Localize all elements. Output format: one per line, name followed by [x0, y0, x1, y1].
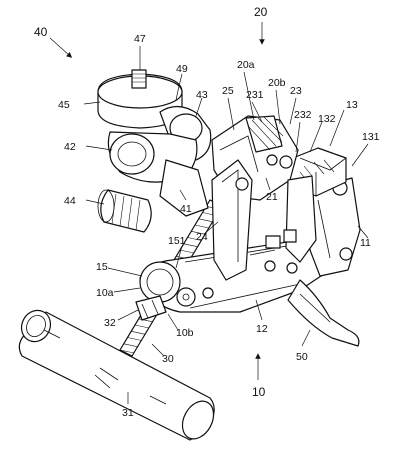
label-23: 23 — [290, 85, 302, 97]
joint-knob-15 — [139, 260, 298, 307]
label-30: 30 — [162, 353, 174, 365]
frame-arms — [211, 159, 317, 281]
ball-head-40 — [97, 69, 212, 233]
nut-32 — [135, 295, 167, 321]
label-131: 131 — [362, 131, 380, 143]
lever-50 — [287, 279, 360, 347]
label-25: 25 — [222, 85, 234, 97]
label-43: 43 — [196, 89, 208, 101]
label-132: 132 — [318, 113, 336, 125]
label-11: 11 — [360, 237, 371, 249]
label-232: 232 — [294, 109, 312, 121]
label-31: 31 — [122, 407, 134, 419]
label-42: 42 — [64, 141, 76, 153]
label-49: 49 — [176, 63, 188, 75]
label-24: 24 — [196, 231, 208, 243]
label-47: 47 — [134, 33, 146, 45]
label-15: 15 — [96, 261, 108, 273]
side-frame-11 — [309, 177, 361, 277]
leader-lines — [83, 46, 369, 404]
tube-31 — [18, 309, 215, 441]
label-231: 231 — [246, 89, 264, 101]
label-20b: 20b — [268, 77, 286, 89]
label-151: 151 — [168, 235, 186, 247]
label-12: 12 — [256, 323, 268, 335]
label-50: 50 — [296, 351, 308, 363]
label-32: 32 — [104, 317, 116, 329]
label-41: 41 — [180, 203, 192, 215]
label-10b: 10b — [176, 327, 194, 339]
label-10: 10 — [252, 385, 266, 399]
label-21: 21 — [266, 191, 278, 203]
reference-labels: 20 40 47 49 20a 20b 25 231 23 45 43 13 2… — [34, 5, 380, 419]
label-20: 20 — [254, 5, 268, 19]
label-10a: 10a — [96, 287, 114, 299]
label-13: 13 — [346, 99, 358, 111]
label-20a: 20a — [237, 59, 255, 71]
label-44: 44 — [64, 195, 76, 207]
arrows — [49, 22, 265, 380]
label-40: 40 — [34, 25, 48, 39]
label-45: 45 — [58, 99, 70, 111]
